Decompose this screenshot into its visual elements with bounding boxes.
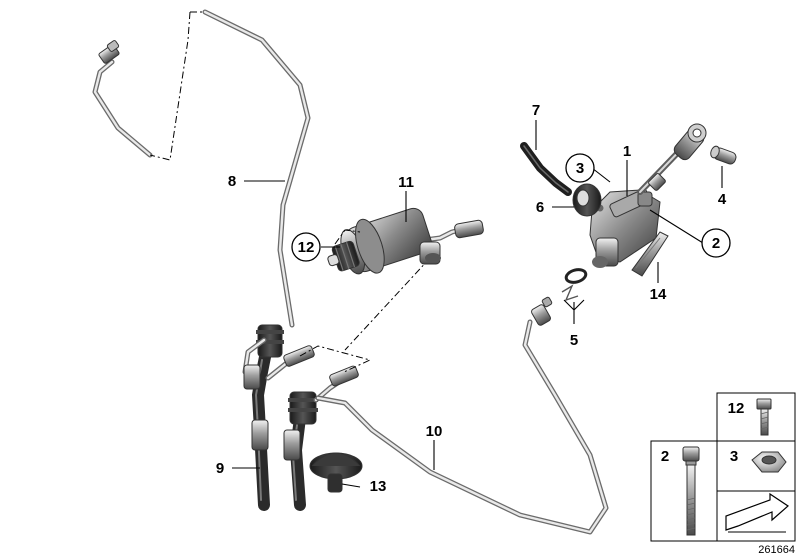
legend-label-3: 3 xyxy=(730,448,738,465)
label-part-13: 13 xyxy=(370,478,387,495)
bolt-long-icon xyxy=(682,446,700,536)
direction-arrow-icon xyxy=(725,492,789,533)
pressure-pipe-upper xyxy=(92,9,311,328)
seal-ring-and-clip xyxy=(561,268,588,302)
label-part-10: 10 xyxy=(426,423,443,440)
label-part-12: 12 xyxy=(298,239,315,256)
hex-nut-icon xyxy=(751,451,787,473)
grommet-part xyxy=(572,183,602,217)
bolt-pin-part xyxy=(710,145,737,165)
label-part-6: 6 xyxy=(536,199,544,216)
legend-cell-12 xyxy=(716,392,796,442)
bracket-part xyxy=(631,231,669,277)
label-part-4: 4 xyxy=(718,191,727,208)
pressure-pipe-lower xyxy=(315,296,609,535)
label-part-3: 3 xyxy=(576,160,584,177)
label-part-7: 7 xyxy=(532,102,540,119)
legend-label-2: 2 xyxy=(661,448,669,465)
badge-circle-12 xyxy=(291,232,321,262)
rubber-mount-part xyxy=(309,452,363,493)
bolt-short-icon xyxy=(756,398,772,436)
clutch-hose-right xyxy=(283,345,372,511)
leader-lines xyxy=(232,120,723,488)
clutch-master-cylinder xyxy=(582,123,707,268)
badge-circle-3 xyxy=(565,153,595,183)
image-number: 261664 xyxy=(758,544,795,556)
label-part-9: 9 xyxy=(216,460,224,477)
label-part-8: 8 xyxy=(228,173,236,190)
label-part-11: 11 xyxy=(398,174,414,191)
fastener-legend: 12 2 3 xyxy=(650,392,796,542)
legend-label-12: 12 xyxy=(728,400,745,417)
label-part-14: 14 xyxy=(650,286,667,303)
label-part-5: 5 xyxy=(570,332,578,349)
feed-hose-part xyxy=(520,142,572,196)
label-part-1: 1 xyxy=(623,143,631,160)
label-part-2: 2 xyxy=(712,235,720,252)
badge-circle-2 xyxy=(701,228,731,258)
clutch-hose-left xyxy=(242,324,315,511)
clutch-slave-cylinder xyxy=(327,207,484,351)
